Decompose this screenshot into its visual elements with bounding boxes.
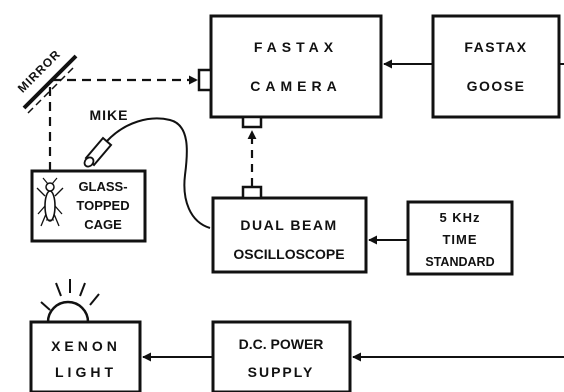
camera-label-line2: CAMERA [250,78,341,94]
goose-label-line2: GOOSE [467,78,526,94]
xenon-label-line1: XENON [51,338,121,354]
oscilloscope-label-line2: OSCILLOSCOPE [233,246,344,262]
cage-label-line2: TOPPED [76,198,129,213]
mirror-label: MIRROR [15,47,64,96]
oscilloscope-block: DUAL BEAM OSCILLOSCOPE [213,187,366,272]
microphone-icon [83,138,111,168]
cage-label-line1: GLASS- [78,179,127,194]
lamp-rays-icon [41,279,99,322]
fastax-goose-block: FASTAX GOOSE [433,16,559,117]
oscilloscope-label-line1: DUAL BEAM [240,217,337,233]
glass-topped-cage-block: GLASS- TOPPED CAGE [32,171,145,241]
fastax-camera-block: FASTAX CAMERA [199,16,381,127]
time-standard-label-line1: 5 KHz [439,210,480,225]
xenon-light-block: XENON LIGHT [31,322,140,392]
goose-label-line1: FASTAX [464,39,527,55]
mike-label: MIKE [90,107,129,123]
time-standard-block: 5 KHz TIME STANDARD [408,202,512,274]
camera-label-line1: FASTAX [254,39,338,55]
power-supply-label-line2: SUPPLY [248,364,315,380]
power-supply-block: D.C. POWER SUPPLY [213,322,350,392]
time-standard-label-line2: TIME [442,232,477,247]
xenon-label-line2: LIGHT [55,364,117,380]
cage-label-line3: CAGE [84,217,122,232]
light-path [50,80,197,171]
power-supply-label-line1: D.C. POWER [239,336,324,352]
time-standard-label-line3: STANDARD [425,255,494,269]
